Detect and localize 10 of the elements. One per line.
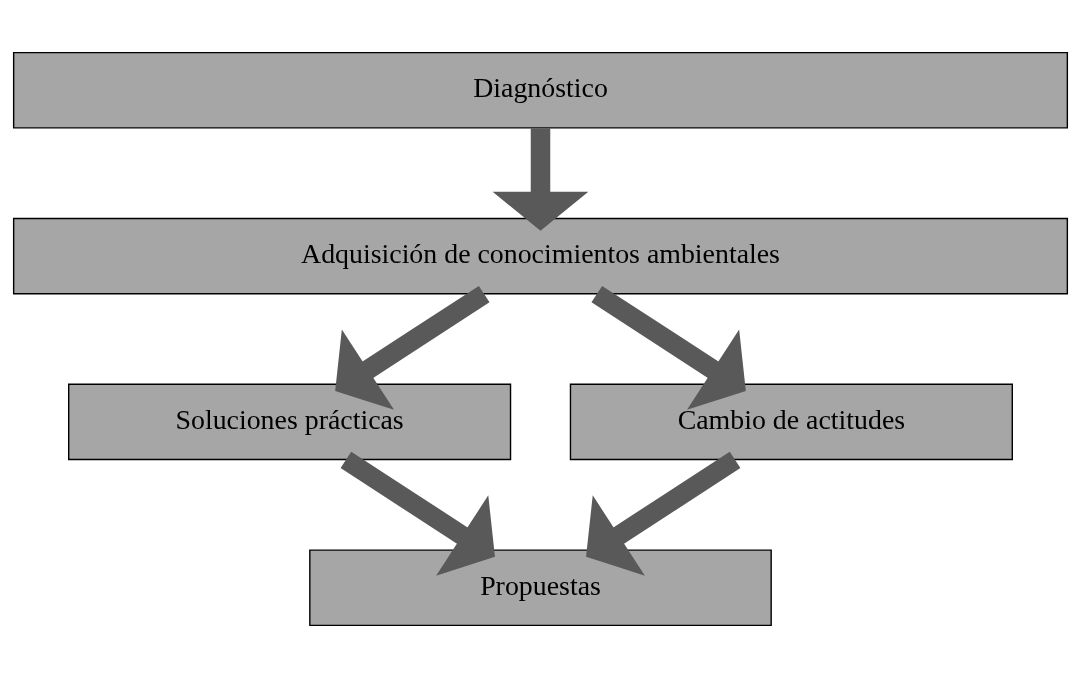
arrow [586, 451, 741, 576]
arrow [591, 285, 746, 410]
arrow [340, 451, 495, 576]
node-box: Adquisición de conocimientos ambientales [12, 217, 1069, 294]
node-box: Cambio de actitudes [569, 383, 1013, 460]
node-box: Diagnóstico [12, 51, 1069, 129]
node-box: Soluciones prácticas [68, 383, 512, 460]
arrow [492, 127, 589, 231]
node-box: Propuestas [309, 548, 772, 626]
arrow [335, 285, 490, 410]
